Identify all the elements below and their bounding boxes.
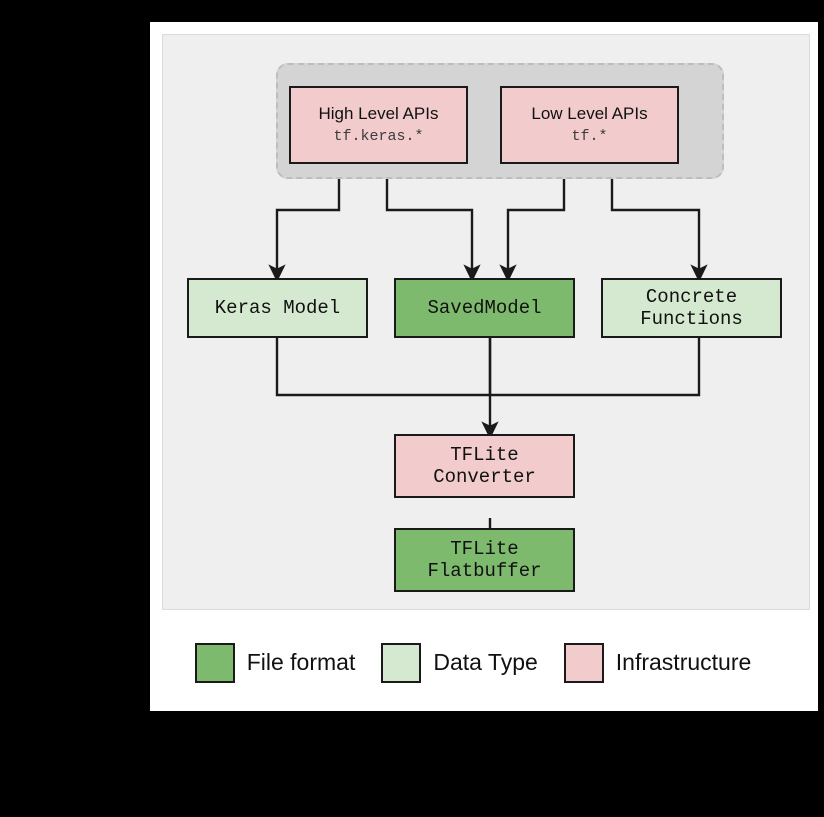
- legend-swatch-infrastructure: [563, 642, 604, 683]
- legend-item-file-format: File format: [194, 642, 382, 683]
- legend-label-data-type: Data Type: [433, 649, 538, 675]
- node-concrete-functions-line-1: Concrete: [645, 285, 738, 308]
- node-tflite-converter[interactable]: TFLite Converter: [394, 434, 575, 498]
- node-tflite-flatbuffer-line-2: Flatbuffer: [427, 560, 542, 582]
- node-low-level-apis-subtitle: tf.*: [571, 128, 608, 146]
- node-keras-model[interactable]: Keras Model: [187, 278, 368, 338]
- node-saved-model-label: SavedModel: [427, 296, 542, 319]
- node-low-level-apis[interactable]: Low Level APIs tf.*: [500, 86, 679, 164]
- node-high-level-apis[interactable]: High Level APIs tf.keras.*: [289, 86, 468, 164]
- legend-item-infrastructure: Infrastructure: [563, 642, 778, 683]
- node-high-level-apis-title: High Level APIs: [318, 104, 439, 124]
- edge-concrete-functions-riser: [490, 338, 701, 397]
- edge-low-level-apis-to-concrete-functions: [610, 166, 708, 283]
- node-tflite-flatbuffer-line-1: TFLite: [450, 537, 519, 560]
- edge-keras-model-riser: [275, 338, 490, 397]
- legend-item-data-type: Data Type: [381, 642, 563, 683]
- node-tflite-converter-line-2: Converter: [433, 466, 536, 488]
- node-tflite-converter-line-1: TFLite: [450, 443, 519, 466]
- legend-label-file-format: File format: [246, 649, 356, 675]
- legend-swatch-file-format: [194, 642, 235, 683]
- node-concrete-functions[interactable]: Concrete Functions: [601, 278, 782, 338]
- diagram-panel: High Level APIs tf.keras.* Low Level API…: [162, 34, 810, 610]
- edge-low-level-apis-to-saved-model: [499, 166, 566, 283]
- node-low-level-apis-title: Low Level APIs: [531, 104, 648, 124]
- node-keras-model-label: Keras Model: [214, 296, 341, 319]
- diagram-card: High Level APIs tf.keras.* Low Level API…: [150, 22, 818, 711]
- node-concrete-functions-line-2: Functions: [640, 308, 743, 330]
- edge-high-level-apis-to-keras-model: [268, 166, 341, 283]
- node-tflite-flatbuffer[interactable]: TFLite Flatbuffer: [394, 528, 575, 592]
- node-high-level-apis-subtitle: tf.keras.*: [333, 128, 424, 146]
- legend-label-infrastructure: Infrastructure: [615, 649, 752, 675]
- node-saved-model[interactable]: SavedModel: [394, 278, 575, 338]
- legend: File format Data Type Infrastructure: [162, 626, 810, 699]
- edge-high-level-apis-to-saved-model: [385, 166, 481, 283]
- legend-swatch-data-type: [381, 642, 422, 683]
